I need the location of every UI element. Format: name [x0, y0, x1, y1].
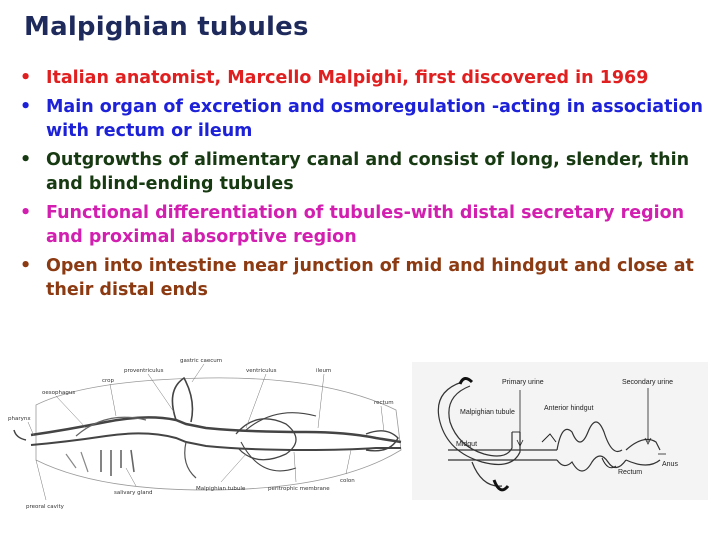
label-secondary-urine: Secondary urine	[622, 379, 673, 386]
bullet-dot: •	[20, 203, 32, 223]
excretion-schematic-svg: Primary urine Secondary urine Malpighian…	[412, 362, 708, 500]
label-pharynx: pharynx	[8, 416, 31, 422]
label-rectum-right: Rectum	[618, 469, 642, 476]
bullet-item: • Italian anatomist, Marcello Malpighi, f…	[16, 66, 706, 90]
bullet-text: Open into intestine near junction of mid…	[46, 256, 694, 300]
alimentary-canal-svg: gastric caecum proventriculus ventriculu…	[6, 350, 406, 530]
bullet-text: Outgrowths of alimentary canal and consi…	[46, 150, 690, 194]
label-proventriculus: proventriculus	[124, 368, 164, 374]
label-ileum: ileum	[316, 368, 331, 374]
label-ventriculus: ventriculus	[246, 368, 277, 374]
label-preoral-cavity: preoral cavity	[26, 504, 65, 510]
bullet-item: • Open into intestine near junction of mi…	[16, 254, 706, 302]
label-malpighian-tubule-right: Malpighian tubule	[460, 409, 515, 416]
label-malpighian-tubule: Malpighian tubule	[196, 486, 246, 492]
label-peritrophic-membrane: peritrophic membrane	[268, 486, 330, 492]
slide-title: Malpighian tubules	[24, 12, 309, 42]
bullet-item: • Main organ of excretion and osmoregulat…	[16, 95, 706, 143]
alimentary-canal-diagram: gastric caecum proventriculus ventriculu…	[6, 350, 406, 530]
label-salivary-gland: salivary gland	[114, 490, 153, 496]
bullet-dot: •	[20, 150, 32, 170]
label-crop: crop	[102, 378, 115, 384]
label-primary-urine: Primary urine	[502, 379, 544, 386]
label-anterior-hindgut: Anterior hindgut	[544, 405, 593, 412]
bullet-text: Main organ of excretion and osmoregulati…	[46, 97, 703, 141]
bullet-dot: •	[20, 97, 32, 117]
bullet-text: Functional differentiation of tubules-wi…	[46, 203, 685, 247]
bullet-list: • Italian anatomist, Marcello Malpighi, f…	[16, 66, 706, 307]
label-oesophagus: oesophagus	[42, 390, 75, 396]
bullet-item: • Functional differentiation of tubules-w…	[16, 201, 706, 249]
label-gastric-caecum: gastric caecum	[180, 358, 222, 364]
label-rectum: rectum	[374, 400, 394, 406]
bullet-item: • Outgrowths of alimentary canal and cons…	[16, 148, 706, 196]
bullet-dot: •	[20, 256, 32, 276]
excretion-schematic-diagram: Primary urine Secondary urine Malpighian…	[412, 362, 708, 500]
label-midgut: Midgut	[456, 441, 477, 448]
label-anus: Anus	[662, 461, 678, 468]
bullet-text: Italian anatomist, Marcello Malpighi, fi…	[46, 68, 649, 88]
bullet-dot: •	[20, 68, 32, 88]
label-colon: colon	[340, 478, 355, 484]
